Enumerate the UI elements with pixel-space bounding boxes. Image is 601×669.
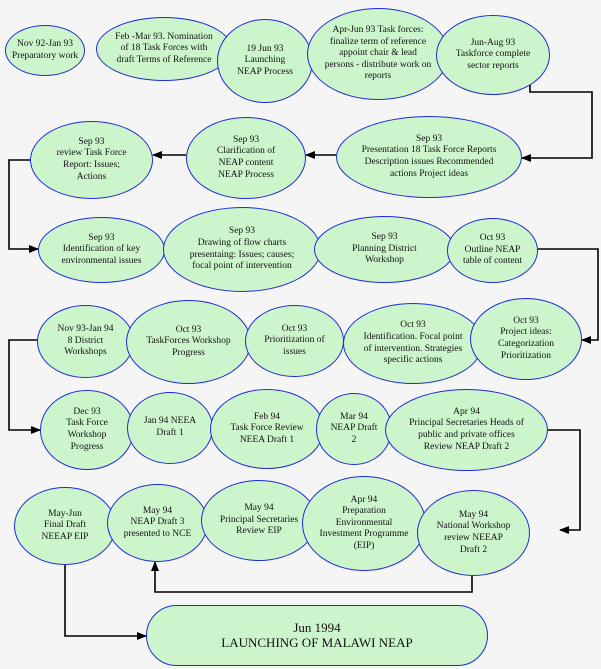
step-clarification-neap-content: Sep 93 Clarification of NEAP content NEA… [186, 117, 306, 199]
step-national-workshop-review: May 94 National Workshop review NEEAP Dr… [417, 490, 530, 576]
arrow-s12-to-s13 [538, 248, 599, 344]
step-neap-draft-3-nce: May 94 NEAP Draft 3 presented to NCE [107, 484, 208, 562]
step-sector-reports-complete: Jun-Aug 93 Taskforce complete sector rep… [436, 15, 550, 95]
step-task-force-nomination: Feb -Mar 93. Nomination of 18 Task Force… [96, 17, 232, 81]
step-task-forces-finalize-tor: Apr-Jun 93 Task forces: finalize term of… [307, 8, 449, 100]
arrow-s27-to-s28 [64, 565, 147, 640]
step-nov92-preparatory-work: Nov 92-Jan 93 Preparatory work [5, 25, 85, 76]
step-project-ideas-categorization: Oct 93 Project ideas: Categorization Pri… [470, 298, 582, 380]
step-outline-neap-toc: Oct 93 Outline NEAP table of content [447, 218, 538, 283]
step-launching-malawi-neap: Jun 1994 LAUNCHING OF MALAWI NEAP [146, 605, 488, 666]
step-presentation-task-force-reports: Sep 93 Presentation 18 Task Force Report… [336, 116, 522, 198]
step-final-draft-neeap-eip: May-Jun Final Draft NEEAP EIP [14, 487, 116, 565]
step-task-force-review-draft-1: Feb 94 Task Force Review NEEA Draft 1 [210, 389, 324, 469]
arrow-s23-to-s26 [151, 561, 473, 593]
step-district-workshops: Nov 93-Jan 94 8 District Workshops [37, 305, 134, 378]
step-preparation-eip: Apr 94 Preparation Environmental Investm… [302, 476, 426, 571]
step-launching-neap-process: 19 Jun 93 Launching NEAP Process [217, 19, 313, 103]
step-principal-secretaries-review-draft-2: Apr 94 Principal Secretaries Heads of pu… [385, 389, 548, 471]
step-taskforces-workshop-progress: Oct 93 TaskForces Workshop Progress [126, 300, 251, 384]
step-task-force-workshop-progress: Dec 93 Task Force Workshop Progress [40, 390, 134, 470]
arrow-s17-to-s18 [8, 339, 41, 434]
arrow-s8-to-s9 [8, 159, 39, 253]
step-drawing-flow-charts: Sep 93 Drawing of flow charts presentain… [163, 207, 321, 292]
step-identification-focal-point: Oct 93 Identification. Focal point of in… [343, 303, 483, 384]
step-review-task-force-report: Sep 93 review Task Force Report: Issues;… [30, 121, 153, 199]
arrow-s5-to-s6 [521, 75, 593, 162]
step-planning-district-workshop: Sep 93 Planning District Workshop [314, 216, 455, 283]
step-neea-draft-1: Jan 94 NEEA Draft 1 [127, 392, 213, 464]
arrow-s22-to-s23 [548, 429, 581, 534]
step-principal-secretaries-review-eip: May 94 Principal Secretaries Review EIP [201, 480, 317, 561]
step-neap-draft-2: Mar 94 NEAP Draft 2 [316, 393, 392, 465]
step-identify-key-issues: Sep 93 Identification of key environment… [38, 217, 165, 283]
step-prioritization-of-issues: Oct 93 Prioritization of issues [245, 305, 344, 377]
